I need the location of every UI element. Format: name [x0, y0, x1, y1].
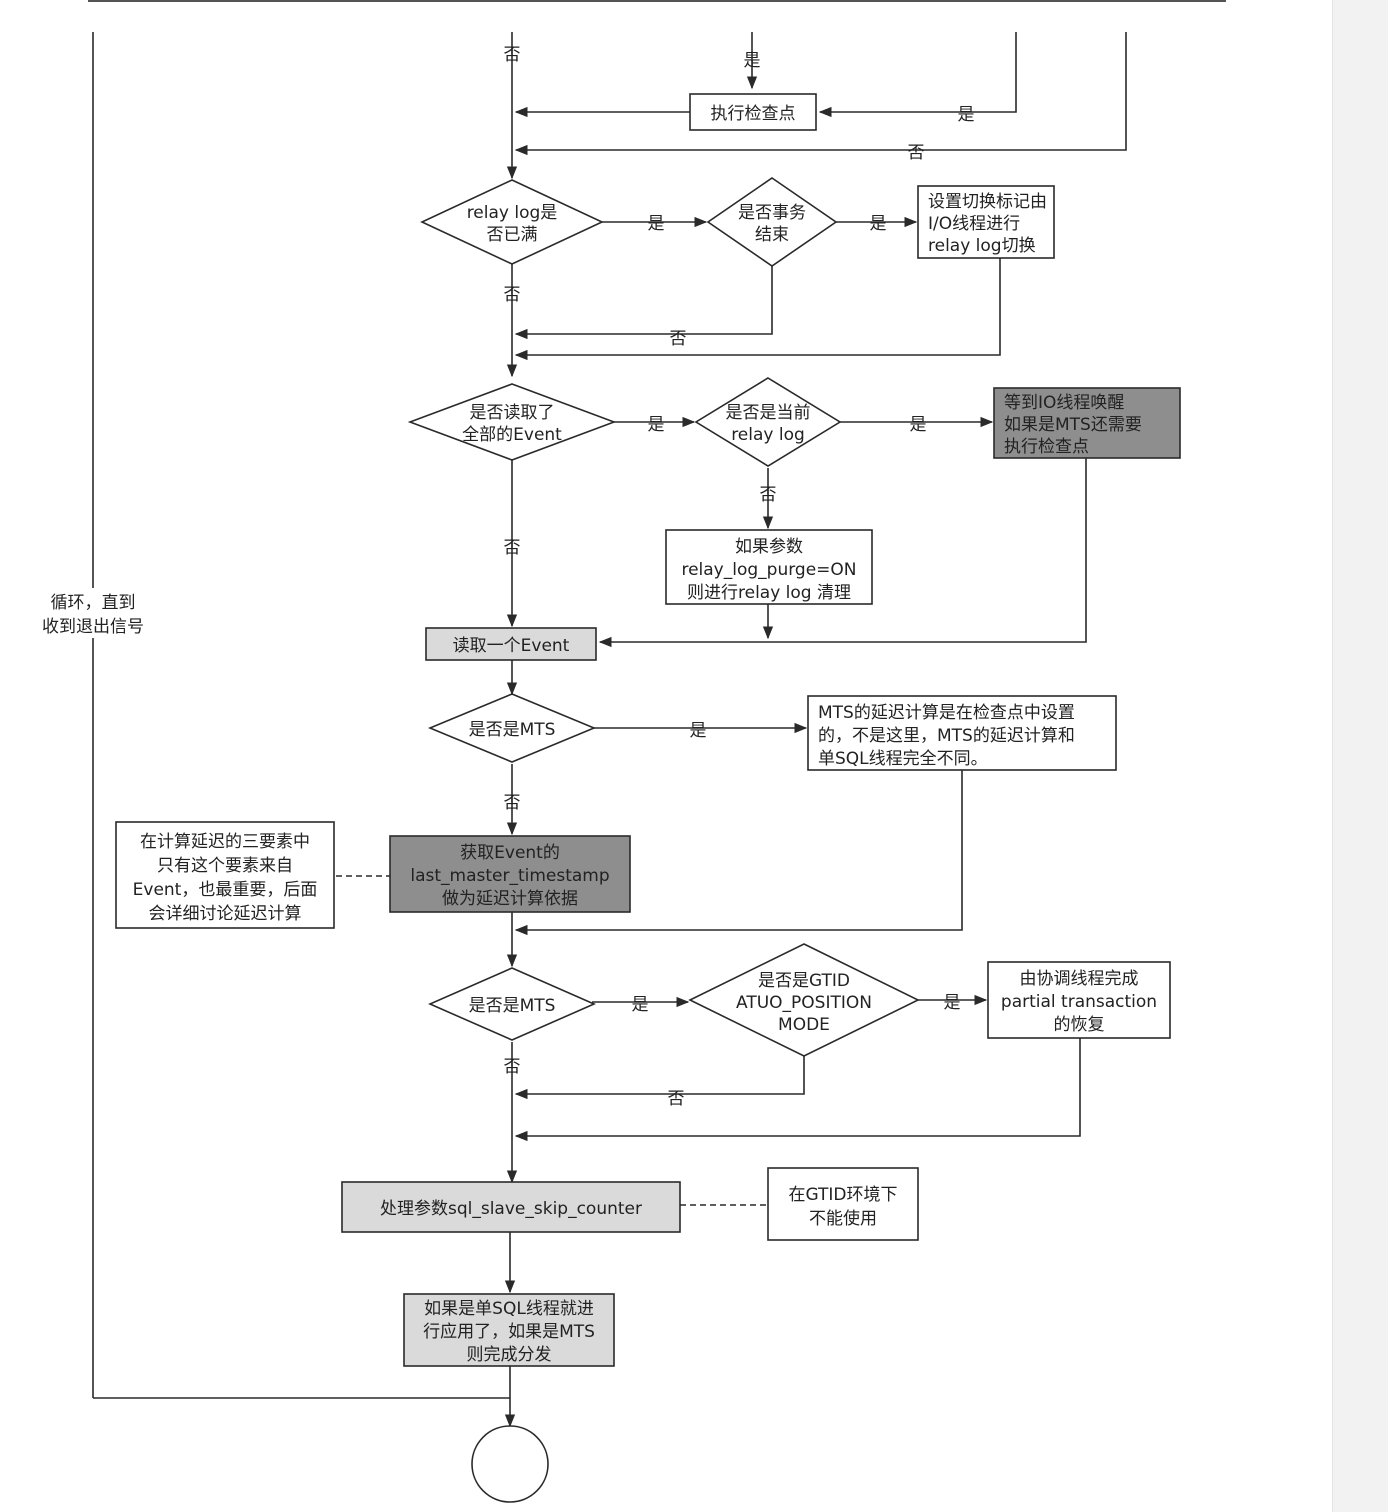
set-switch-box: 设置切换标记由 I/O线程进行 relay log切换 [917, 185, 1055, 259]
partial-line-3: 的恢复 [1054, 1015, 1105, 1035]
loop-line-1: 循环，直到 [51, 593, 136, 613]
note-gtid-line-2: 不能使用 [809, 1208, 877, 1229]
wait-io-back [598, 458, 1087, 648]
label-no: 否 [504, 538, 521, 558]
read-all-line-2: 全部的Event [462, 425, 562, 445]
wait-io-box: 等到IO线程唤醒 如果是MTS还需要 执行检查点 [993, 387, 1181, 459]
label-no: 否 [760, 485, 777, 505]
label-no: 否 [504, 793, 521, 813]
purge-line-2: relay_log_purge=ON [681, 560, 856, 580]
is-mts2-line-1: 是否是MTS [469, 996, 556, 1016]
branch-labels: 否 是 是 否 是 是 否 否 是 是 否 否 是 否 是 是 否 否 [504, 45, 975, 1109]
relay-full-decision: relay log是 否已满 [420, 179, 604, 265]
connector-lines [92, 32, 1127, 1428]
skip-counter-line-1: 处理参数sql_slave_skip_counter [380, 1199, 642, 1219]
partial-line-2: partial transaction [1001, 992, 1157, 1012]
mts-delay-line-2: 的，不是这里，MTS的延迟计算和 [818, 726, 1075, 746]
set-switch-line-3: relay log切换 [928, 236, 1036, 256]
partial-line-1: 由协调线程完成 [1020, 969, 1139, 989]
gtid-auto-line-1: 是否是GTID [758, 971, 850, 991]
label-yes: 是 [690, 721, 707, 741]
label-yes: 是 [744, 51, 761, 71]
note-delay-line-1: 在计算延迟的三要素中 [140, 832, 310, 852]
gtid-note-box: 在GTID环境下 不能使用 [767, 1167, 919, 1241]
note-gtid-line-1: 在GTID环境下 [788, 1185, 897, 1205]
wait-io-line-2: 如果是MTS还需要 [1004, 415, 1142, 435]
relay-full-line-2: 否已满 [487, 225, 538, 245]
note-delay-line-3: Event，也最重要，后面 [133, 880, 318, 900]
trx-end-no [514, 266, 773, 340]
get-ts-line-2: last_master_timestamp [410, 866, 609, 886]
label-no: 否 [504, 285, 521, 305]
mts-delay-line-3: 单SQL线程完全不同。 [818, 749, 988, 769]
read-event-box: 读取一个Event [425, 627, 597, 661]
label-yes: 是 [648, 214, 665, 234]
label-no: 否 [670, 329, 687, 349]
purge-line-3: 则进行relay log 清理 [687, 583, 851, 603]
set-switch-line-1: 设置切换标记由 [928, 192, 1047, 212]
wait-io-line-1: 等到IO线程唤醒 [1004, 393, 1124, 413]
is-mts-decision-2: 是否是MTS [428, 967, 596, 1041]
note-delay-line-4: 会详细讨论延迟计算 [149, 904, 302, 924]
end-terminal [471, 1425, 549, 1503]
loop-label: 循环，直到 收到退出信号 [36, 588, 148, 638]
purge-box: 如果参数 relay_log_purge=ON 则进行relay log 清理 [665, 529, 873, 605]
trx-end-line-1: 是否事务 [738, 203, 806, 223]
apply-line-1: 如果是单SQL线程就进 [424, 1299, 594, 1319]
is-current-line-2: relay log [731, 425, 805, 445]
label-no: 否 [668, 1089, 685, 1109]
trx-end-line-2: 结束 [755, 225, 789, 245]
is-current-line-1: 是否是当前 [726, 403, 811, 423]
label-no: 否 [504, 45, 521, 65]
gtid-auto-line-3: MODE [778, 1015, 830, 1035]
read-all-line-1: 是否读取了 [470, 403, 555, 423]
set-switch-line-2: I/O线程进行 [928, 214, 1020, 234]
partial-transaction-box: 由协调线程完成 partial transaction 的恢复 [987, 961, 1171, 1039]
label-yes: 是 [870, 214, 887, 234]
wait-io-line-3: 执行检查点 [1004, 437, 1089, 457]
checkpoint-box: 执行检查点 [689, 93, 817, 131]
apply-line-3: 则完成分发 [467, 1345, 552, 1365]
get-timestamp-box: 获取Event的 last_master_timestamp 做为延迟计算依据 [389, 835, 631, 913]
partial-back [514, 1038, 1081, 1142]
delay-note-box: 在计算延迟的三要素中 只有这个要素来自 Event，也最重要，后面 会详细讨论延… [115, 821, 335, 929]
label-yes: 是 [648, 415, 665, 435]
label-yes: 是 [632, 995, 649, 1015]
checkpoint-line-1: 执行检查点 [711, 104, 796, 124]
page-scrollbar-track[interactable] [1332, 0, 1388, 1512]
gtid-auto-position-decision: 是否是GTID ATUO_POSITION MODE [688, 943, 920, 1057]
note-delay-line-2: 只有这个要素来自 [157, 856, 293, 876]
gtid-no [514, 1056, 805, 1100]
skip-counter-box: 处理参数sql_slave_skip_counter [341, 1181, 681, 1233]
get-ts-line-3: 做为延迟计算依据 [442, 889, 578, 909]
is-mts1-line-1: 是否是MTS [469, 720, 556, 740]
is-mts-decision-1: 是否是MTS [427, 693, 597, 763]
label-yes: 是 [944, 993, 961, 1013]
read-all-decision: 是否读取了 全部的Event [407, 383, 617, 461]
yes-to-checkpoint [818, 32, 1017, 118]
gtid-auto-line-2: ATUO_POSITION [736, 993, 872, 1013]
read-event-line-1: 读取一个Event [453, 636, 570, 656]
label-no: 否 [908, 143, 925, 163]
mts-delay-box: MTS的延迟计算是在检查点中设置 的，不是这里，MTS的延迟计算和 单SQL线程… [807, 695, 1117, 771]
is-current-relay-decision: 是否是当前 relay log [694, 377, 842, 467]
no-to-trunk [514, 32, 1127, 156]
apply-line-2: 行应用了，如果是MTS [423, 1322, 595, 1342]
mts-delay-back [514, 770, 963, 936]
label-yes: 是 [910, 415, 927, 435]
get-ts-line-1: 获取Event的 [460, 843, 560, 863]
trx-end-decision: 是否事务 结束 [706, 177, 838, 267]
relay-full-line-1: relay log是 [467, 203, 558, 223]
purge-line-1: 如果参数 [735, 537, 803, 557]
apply-dispatch-box: 如果是单SQL线程就进 行应用了，如果是MTS 则完成分发 [403, 1293, 615, 1367]
label-yes: 是 [958, 105, 975, 125]
loop-line-2: 收到退出信号 [42, 617, 144, 637]
mts-delay-line-1: MTS的延迟计算是在检查点中设置 [818, 703, 1075, 723]
switch-back [514, 258, 1001, 361]
label-no: 否 [504, 1057, 521, 1077]
